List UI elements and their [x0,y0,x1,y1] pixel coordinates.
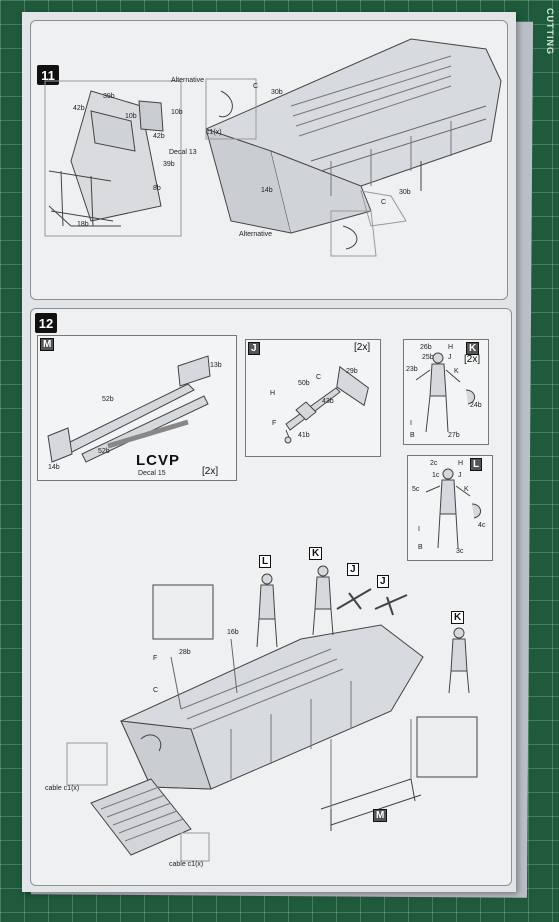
label-24b: 24b [470,402,482,409]
sub-k-drawing [415,352,475,433]
label-52b-a: 52b [102,396,114,403]
label-3c: 3c [456,548,464,555]
label-5c: 5c [412,486,420,493]
main-tag-k-2: K [451,611,465,624]
label-2c: 2c [430,460,438,467]
main-label-16b: 16b [227,629,239,636]
cutting-mat-print: CUTTING [545,8,555,55]
label-29b: 29b [346,368,358,375]
label-52b-b: 52b [98,448,110,455]
sub-l-drawing [425,468,481,549]
label-25b: 25b [422,354,434,361]
label-l-b: B [418,544,423,551]
label-8b: 8b [153,185,161,192]
step-12-number: 12 [35,313,57,333]
label-j-f: F [272,420,277,427]
sub-j-drawing [284,365,369,444]
multiplier-j: [2x] [354,342,371,353]
label-27b: 27b [448,432,460,439]
main-label-f: F [153,655,158,662]
sub-assembly-l: L 2c H 1c J 5c K 4c I B 3c [407,455,493,561]
label-13b: 13b [210,362,222,369]
multiplier-k: [2x] [464,354,481,365]
main-tag-k-1: K [309,547,323,560]
label-l-i: I [418,526,420,533]
label-41b: 41b [298,432,310,439]
label-10b-b: 10b [171,109,183,116]
main-label-28b: 28b [179,649,191,656]
label-23b: 23b [406,366,418,373]
label-39b-b: 39b [163,161,175,168]
multiplier-m: [2x] [202,466,219,477]
label-k-b: B [410,432,415,439]
label-26b: 26b [420,344,432,351]
step-12-main-drawing [66,565,478,862]
label-42b-a: 42b [73,105,85,112]
main-label-cable-a: cable c1(x) [45,785,80,792]
label-14b-m: 14b [48,464,60,471]
step-12-panel: 12 M 13b 52b 52b 14b LCVP Decal 15 [2x] [30,308,512,886]
main-tag-j-2: J [377,575,389,588]
label-k-k: K [454,368,459,375]
main-tag-m: M [373,809,388,822]
tag-k: K [466,342,480,355]
label-c1x: c1(x) [206,129,222,136]
step-11-number: 11 [37,65,59,85]
sub-assembly-m: M 13b 52b 52b 14b LCVP Decal 15 [2x] [37,335,237,481]
sub-assembly-j: J [2x] 29b 50b 43b 41b H C F [245,339,381,457]
label-decal-13: Decal 13 [169,149,197,156]
main-label-cable-b: cable c1(x) [169,861,204,868]
label-42b-b: 42b [153,133,165,140]
label-decal-15: Decal 15 [138,470,166,477]
label-30b-a: 30b [271,89,283,96]
label-4c: 4c [478,522,486,529]
step-11-drawing [44,38,502,257]
label-18b: 18b [77,221,89,228]
label-k-i: I [410,420,412,427]
label-10b-a: 10b [125,113,137,120]
label-30b-b: 30b [399,189,411,196]
tag-l: L [470,458,483,471]
label-alternative-top: Alternative [171,77,205,84]
tag-j: J [248,342,260,355]
tag-m: M [40,338,55,351]
main-tag-l: L [259,555,272,568]
sub-m-drawing [47,355,211,463]
label-c-b: C [381,199,387,206]
lcvp-decal-text: LCVP [136,452,181,469]
label-43b: 43b [322,398,334,405]
instruction-sheet: 11 [22,12,516,892]
label-j-c: C [316,374,322,381]
label-alternative-bottom: Alternative [239,231,273,238]
step-11-panel: 11 [30,20,508,300]
label-l-h: H [458,460,464,467]
label-l-j: J [458,472,462,479]
label-k-j: J [448,354,452,361]
main-tag-j-1: J [347,563,359,576]
sub-assembly-k: K [2x] 26b H 25b J 23b K 24b I B 27b [403,339,489,445]
label-j-h: H [270,390,276,397]
label-50b: 50b [298,380,310,387]
main-label-c: C [153,687,159,694]
label-1c: 1c [432,472,440,479]
label-14b: 14b [261,187,273,194]
label-39b-a: 39b [103,93,115,100]
label-k-h: H [448,344,454,351]
label-l-k: K [464,486,469,493]
label-c-a: C [253,83,259,90]
